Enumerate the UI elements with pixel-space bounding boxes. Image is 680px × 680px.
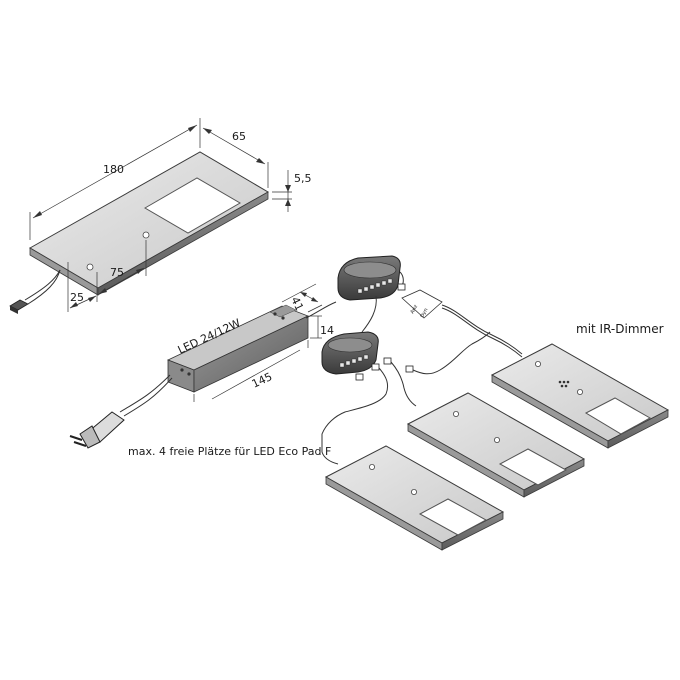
- dim-height: 5,5: [294, 172, 312, 185]
- dim-psu-length-line: [193, 340, 309, 402]
- dim-height-line: [272, 170, 292, 212]
- dim-length-line: [29, 118, 201, 240]
- dim-psu-length: 145: [250, 370, 275, 391]
- tag-text-2: Dyn: [419, 307, 429, 319]
- mains-cable: [119, 374, 173, 417]
- ir-cable: [397, 271, 406, 291]
- dim-psu-width: 41: [288, 295, 306, 313]
- ir-receiver-tag: [401, 289, 443, 319]
- dim-hole-y: 25: [70, 291, 84, 304]
- panel3-cable: [321, 367, 389, 465]
- dim-width: 65: [232, 130, 246, 143]
- dim-psu-width-line: [281, 283, 323, 313]
- psu-output-cable: [305, 301, 337, 319]
- slots-label: max. 4 freie Plätze für LED Eco Pad F: [128, 445, 331, 458]
- main-panel-cable: [24, 269, 61, 305]
- ir-sensor-dots: [558, 380, 570, 388]
- led-panel-dimmer: [490, 343, 670, 449]
- dimmer-panel-cable: [441, 304, 523, 358]
- dim-psu-height: 14: [320, 324, 334, 337]
- tag-text-1: Anz: [409, 304, 419, 315]
- panel2-cable: [390, 361, 417, 407]
- distributor-link-cable: [361, 295, 377, 333]
- euro-plug: [69, 411, 125, 449]
- dim-width-line: [202, 127, 269, 188]
- main-panel-connector: [9, 299, 29, 314]
- main-led-panel: [28, 151, 270, 296]
- lower-connectors: [355, 357, 414, 381]
- upper-distributor: [337, 255, 401, 301]
- power-supply-unit: [166, 304, 310, 393]
- led-panel-middle: [406, 392, 586, 498]
- dim-hole-x: 75: [110, 266, 124, 279]
- dim-psu-height-line: [310, 315, 322, 339]
- dim-hole-y-line: [67, 262, 97, 312]
- dimmer-label: mit IR-Dimmer: [576, 322, 664, 336]
- dim-hole-x-line: [96, 240, 147, 302]
- led-panel-bottom: [324, 445, 505, 551]
- dim-length: 180: [103, 163, 124, 176]
- lower-distributor: [321, 331, 379, 375]
- panel1-cable: [412, 331, 491, 375]
